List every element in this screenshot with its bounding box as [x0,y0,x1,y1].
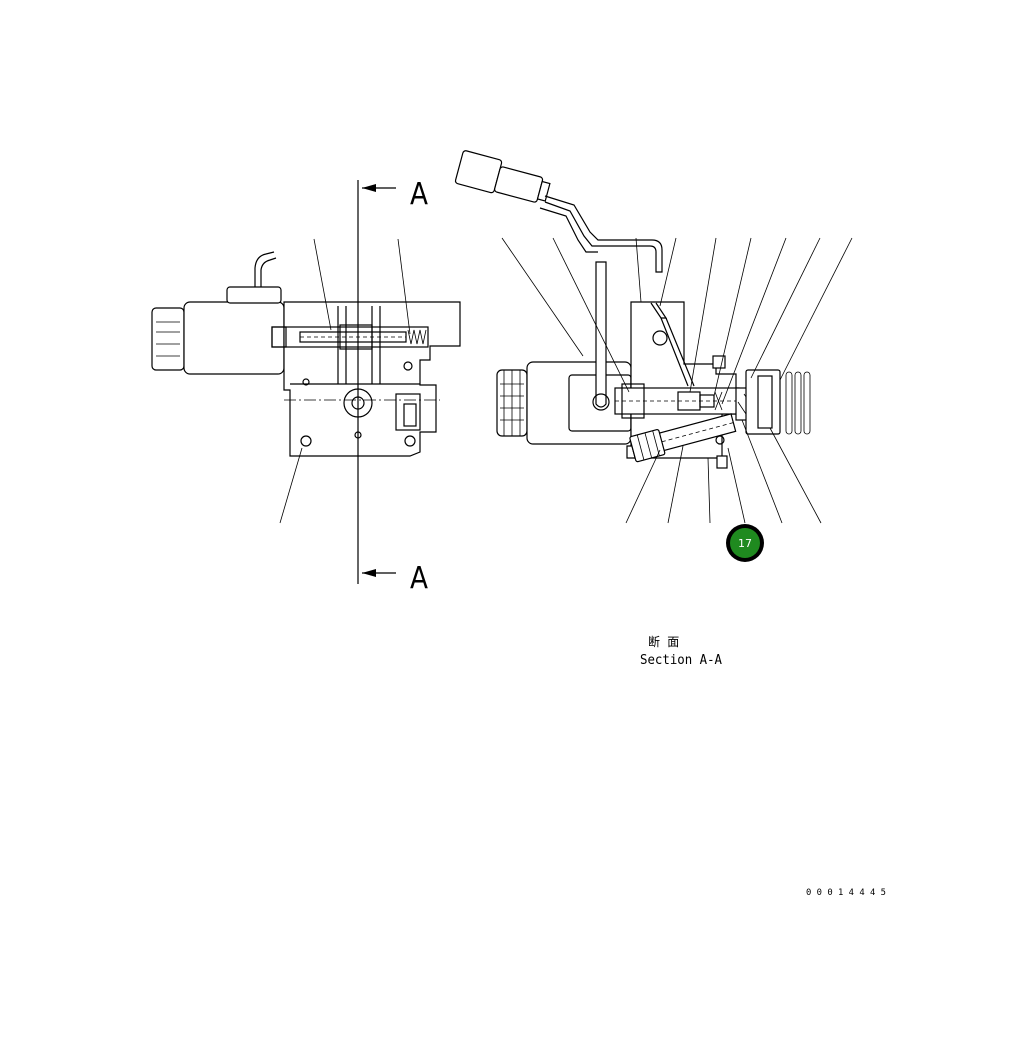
section-marker-bottom: A [410,561,428,596]
part-callout-number: 17 [738,537,752,550]
part-callout-17[interactable]: 17 [726,524,764,562]
section-caption-english: Section A-A [640,653,722,668]
right-view-leaders [501,237,853,524]
coil-spring [785,371,811,435]
drawing-number: 0 0 0 1 4 4 4 5 [806,888,886,898]
section-cut-line [357,180,396,584]
right-view-section [454,150,811,469]
left-view-leaders [279,238,411,524]
section-marker-top: A [410,177,428,212]
section-caption-japanese: 断 面 [648,634,679,649]
left-view-valve [151,251,461,457]
